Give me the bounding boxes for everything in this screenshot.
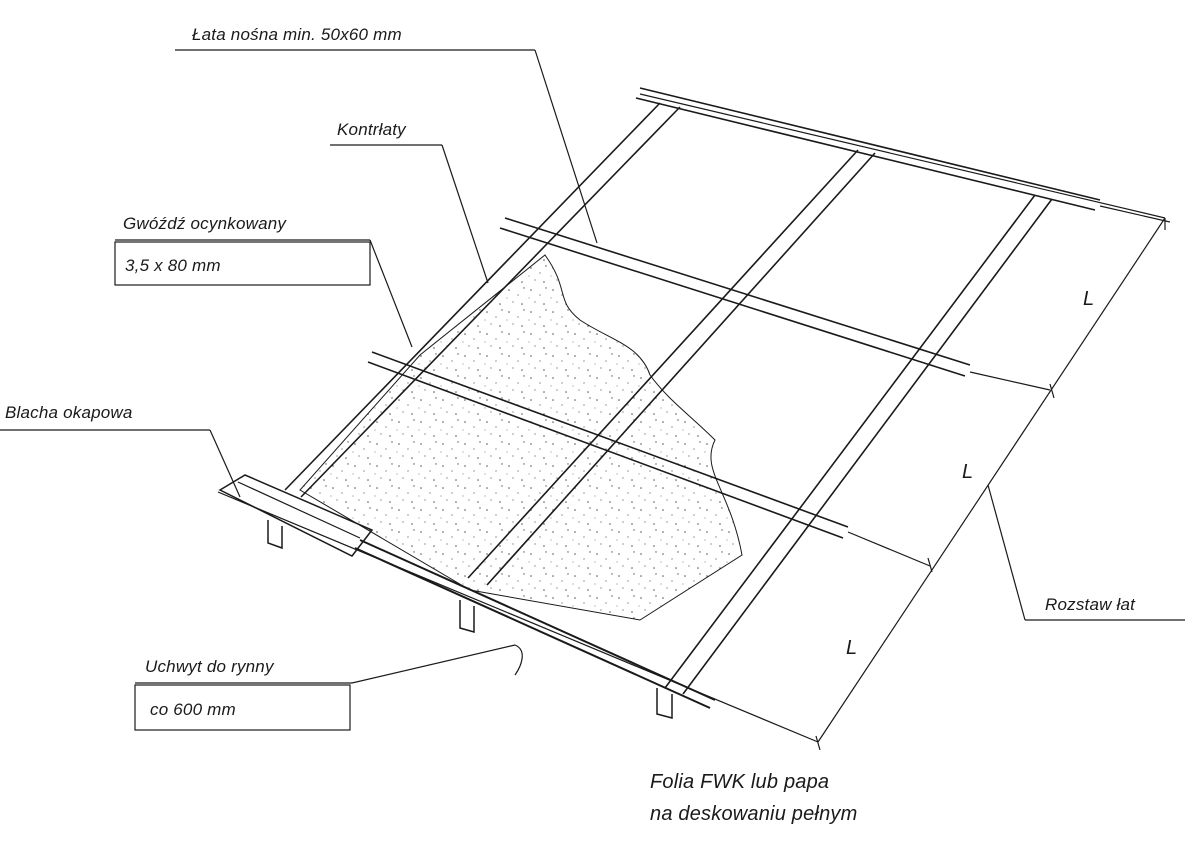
label-foil-line2: na deskowaniu pełnym bbox=[650, 803, 857, 825]
spacing-dimensions bbox=[815, 205, 1171, 751]
membrane-foil bbox=[299, 254, 743, 621]
callout-counter-battens: Kontrłaty bbox=[330, 120, 489, 284]
bearing-batten bbox=[635, 87, 1101, 211]
label-gutter-spacing: co 600 mm bbox=[150, 700, 236, 719]
callout-nail: Gwóźdź ocynkowany 3,5 x 80 mm bbox=[114, 214, 413, 348]
roof-outline bbox=[217, 93, 1166, 743]
label-nail-size: 3,5 x 80 mm bbox=[125, 256, 221, 275]
label-nail: Gwóźdź ocynkowany bbox=[123, 214, 287, 233]
counter-batten bbox=[664, 194, 1053, 695]
label-eaves-flashing: Blacha okapowa bbox=[5, 403, 133, 422]
label-gutter-bracket: Uchwyt do rynny bbox=[145, 657, 275, 676]
callout-bearing-batten: Łata nośna min. 50x60 mm bbox=[175, 25, 598, 244]
dimension-mark: L bbox=[846, 637, 857, 659]
bearing-battens bbox=[367, 87, 1101, 539]
callout-eaves-flashing: Blacha okapowa bbox=[0, 403, 241, 498]
counter-batten bbox=[467, 149, 876, 586]
gutter-bracket bbox=[459, 600, 475, 633]
callout-batten-spacing: Rozstaw łat bbox=[987, 484, 1185, 621]
counter-batten bbox=[284, 102, 681, 498]
callout-gutter-bracket: Uchwyt do rynny co 600 mm bbox=[134, 644, 523, 731]
dimension-mark: L bbox=[1083, 288, 1094, 310]
bearing-batten bbox=[367, 351, 849, 539]
gutter-bracket bbox=[656, 688, 673, 719]
label-foil-line1: Folia FWK lub papa bbox=[650, 771, 829, 793]
label-counter-battens: Kontrłaty bbox=[337, 120, 407, 139]
counter-battens bbox=[284, 102, 1053, 695]
bearing-batten bbox=[499, 217, 971, 377]
dimension-mark: L bbox=[962, 461, 973, 483]
label-batten-spacing: Rozstaw łat bbox=[1045, 595, 1136, 614]
gutter-brackets bbox=[267, 520, 673, 719]
label-bearing-batten: Łata nośna min. 50x60 mm bbox=[192, 25, 402, 44]
gutter-bracket bbox=[267, 520, 283, 550]
eaves-flashing bbox=[218, 474, 716, 709]
